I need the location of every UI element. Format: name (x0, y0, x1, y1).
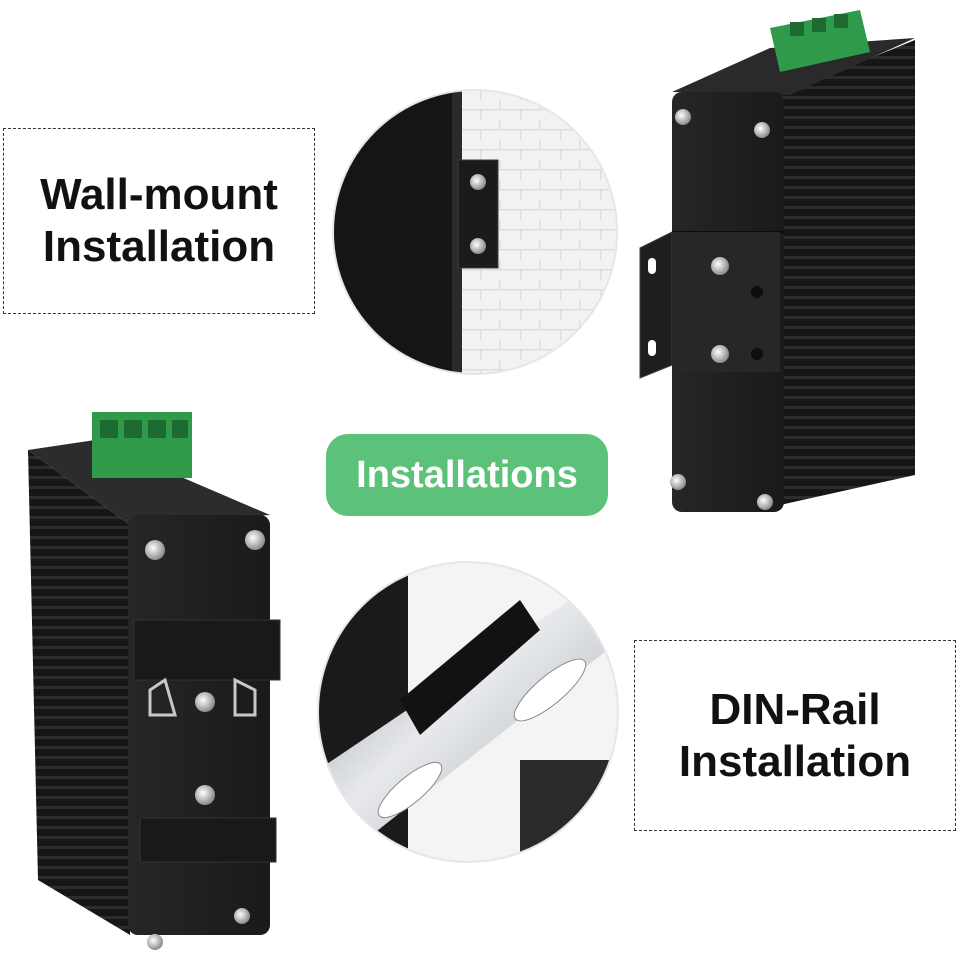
din-rail-device (28, 412, 281, 950)
wall-mount-detail-zoom (333, 90, 617, 374)
wall-mount-label-box: Wall-mount Installation (3, 128, 315, 314)
wall-mount-label-line1: Wall-mount (40, 170, 278, 219)
wall-mount-label-line2: Installation (42, 222, 276, 271)
din-rail-detail-zoom (318, 562, 618, 862)
wall-mount-device (639, 10, 915, 512)
din-rail-label-line2: Installation (678, 736, 912, 786)
installations-pill-label: Installations (326, 434, 608, 516)
installations-pill-text: Installations (356, 453, 578, 496)
din-rail-label-box: DIN-Rail Installation (634, 640, 956, 831)
din-rail-label-line1: DIN-Rail (709, 684, 881, 734)
